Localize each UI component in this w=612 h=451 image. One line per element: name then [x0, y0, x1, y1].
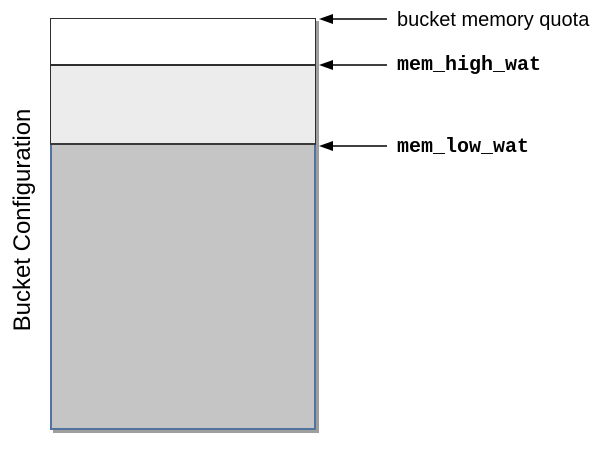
section-below-low-wat [50, 145, 316, 430]
left-arrow-icon [319, 14, 387, 24]
section-between-watermarks [50, 65, 316, 145]
bucket-memory-quota-label: bucket memory quota [397, 9, 590, 31]
section-above-high-wat [50, 18, 316, 65]
y-axis-label: Bucket Configuration [9, 108, 36, 332]
left-arrow-icon [319, 60, 387, 70]
mem-low-wat-label: mem_low_wat [397, 136, 530, 159]
mem-high-wat-label: mem_high_wat [397, 54, 542, 77]
left-arrow-icon [319, 141, 387, 151]
bucket-rectangle [50, 18, 316, 430]
